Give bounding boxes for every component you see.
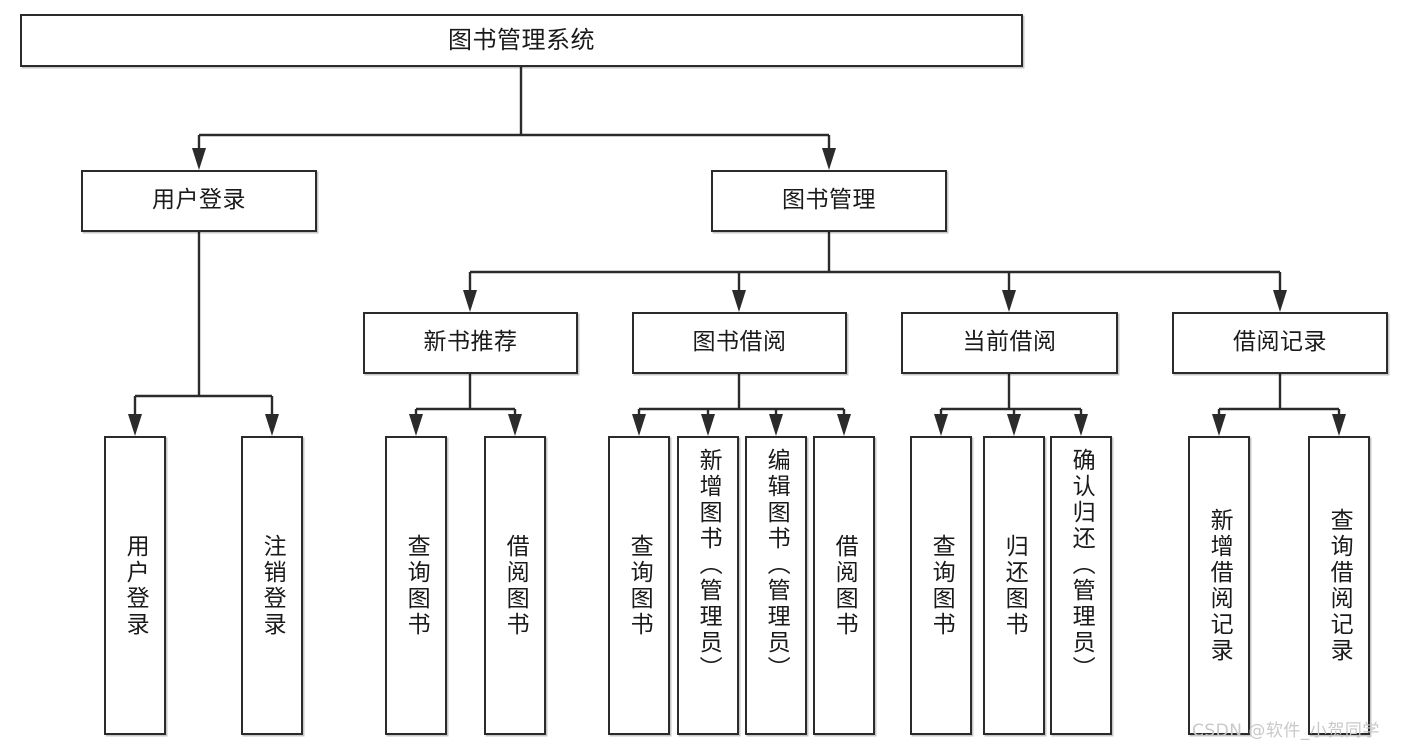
leaf-user-login[interactable]: 用户登录: [104, 436, 166, 735]
leaf-query-books-recommend[interactable]: 查询图书: [385, 436, 447, 735]
node-borrow-record-label: 借阅记录: [1233, 329, 1327, 356]
user-login-to-leaves-connectors: [128, 232, 279, 436]
node-book-borrow[interactable]: 图书借阅: [632, 312, 847, 374]
node-root-label: 图书管理系统: [448, 26, 595, 55]
leaf-query-books-recommend-label: 查询图书: [403, 533, 430, 638]
leaf-return-books[interactable]: 归还图书: [983, 436, 1045, 735]
leaf-add-book-admin-label: 新增图书（管理员）: [695, 448, 722, 682]
node-book-borrow-label: 图书借阅: [692, 329, 787, 356]
leaf-edit-book-admin[interactable]: 编辑图书（管理员）: [745, 436, 807, 735]
leaf-logout-label: 注销登录: [259, 533, 286, 638]
leaf-borrow-books-recommend-label: 借阅图书: [502, 533, 529, 638]
new-books-to-leaves-connectors: [409, 374, 522, 436]
leaf-query-borrow-record-label: 查询借阅记录: [1326, 507, 1353, 664]
books-mgmt-to-level3-connectors: [463, 232, 1287, 312]
leaf-edit-book-admin-label: 编辑图书（管理员）: [763, 448, 790, 682]
leaf-query-books-borrow-label: 查询图书: [626, 533, 653, 638]
leaf-query-borrow-record[interactable]: 查询借阅记录: [1308, 436, 1370, 735]
borrow-record-to-leaves-connectors: [1212, 374, 1346, 436]
node-new-book-recommend-label: 新书推荐: [423, 329, 518, 356]
leaf-user-login-label: 用户登录: [122, 533, 149, 638]
leaf-return-books-label: 归还图书: [1001, 533, 1028, 638]
node-book-management-label: 图书管理: [782, 187, 876, 214]
leaf-confirm-return-admin-label: 确认归还（管理员）: [1068, 448, 1095, 682]
leaf-borrow-books-label: 借阅图书: [831, 533, 858, 638]
node-new-book-recommend[interactable]: 新书推荐: [363, 312, 578, 374]
watermark: CSDN @软件_小贺同学: [1192, 721, 1380, 741]
node-book-management[interactable]: 图书管理: [711, 170, 947, 232]
leaf-logout[interactable]: 注销登录: [241, 436, 303, 735]
node-user-login[interactable]: 用户登录: [81, 170, 317, 232]
node-borrow-record[interactable]: 借阅记录: [1172, 312, 1388, 374]
node-user-login-label: 用户登录: [152, 187, 246, 214]
leaf-query-books-borrow[interactable]: 查询图书: [608, 436, 670, 735]
book-borrow-to-leaves-connectors: [632, 374, 851, 436]
leaf-borrow-books-recommend[interactable]: 借阅图书: [484, 436, 546, 735]
leaf-query-books-current-label: 查询图书: [928, 533, 955, 638]
leaf-borrow-books[interactable]: 借阅图书: [813, 436, 875, 735]
leaf-query-books-current[interactable]: 查询图书: [910, 436, 972, 735]
root-to-level2-connectors: [192, 67, 836, 170]
leaf-add-book-admin[interactable]: 新增图书（管理员）: [677, 436, 739, 735]
leaf-confirm-return-admin[interactable]: 确认归还（管理员）: [1050, 436, 1112, 735]
node-current-borrow[interactable]: 当前借阅: [901, 312, 1118, 374]
leaf-add-borrow-record[interactable]: 新增借阅记录: [1188, 436, 1250, 735]
node-current-borrow-label: 当前借阅: [962, 329, 1057, 356]
node-root[interactable]: 图书管理系统: [20, 14, 1023, 67]
leaf-add-borrow-record-label: 新增借阅记录: [1206, 507, 1233, 664]
current-borrow-to-leaves-connectors: [934, 374, 1088, 436]
